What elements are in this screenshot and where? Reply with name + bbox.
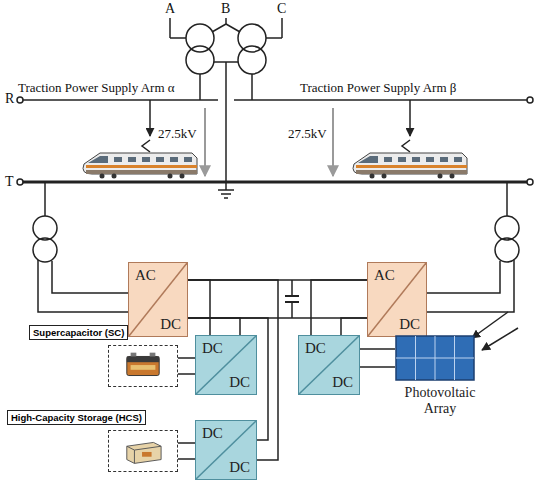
diagonal-line bbox=[129, 263, 187, 336]
converter-box: AC DC bbox=[128, 262, 188, 337]
storage-heading: Supercapacitor (SC) bbox=[29, 325, 128, 340]
diagonal-line bbox=[299, 336, 359, 394]
wire-line bbox=[311, 280, 367, 335]
dc-wire bbox=[178, 358, 195, 374]
wire-line bbox=[178, 373, 195, 375]
converter-box: AC DC bbox=[367, 262, 427, 337]
wire-line bbox=[178, 458, 195, 460]
converter-label: DC bbox=[229, 374, 250, 390]
converter-label: DC bbox=[160, 316, 181, 332]
diagram-label: 27.5kV bbox=[288, 126, 327, 141]
converter-label: DC bbox=[202, 425, 223, 441]
wire-line bbox=[360, 366, 395, 368]
converter-label: DC bbox=[305, 340, 326, 356]
converter-label: DC bbox=[332, 374, 353, 390]
wire-line bbox=[360, 348, 395, 350]
converter-box: DC DC bbox=[298, 335, 360, 395]
diagram-label: A bbox=[165, 1, 175, 16]
diagram-label: C bbox=[277, 1, 286, 16]
diagram-label: T bbox=[5, 174, 14, 189]
diagram-label: R bbox=[5, 91, 14, 106]
wire-line bbox=[178, 357, 195, 359]
storage-box: High-Capacity Storage (HCS) bbox=[108, 430, 178, 472]
converter-label: AC bbox=[374, 267, 395, 283]
dc-wire bbox=[311, 280, 367, 335]
storage-icon bbox=[109, 431, 177, 471]
converter-box: DC DC bbox=[195, 420, 257, 480]
dc-wire bbox=[178, 443, 195, 459]
diagonal-line bbox=[368, 263, 426, 336]
converter-label: DC bbox=[399, 316, 420, 332]
dc-wire bbox=[188, 280, 240, 335]
dc-wire bbox=[360, 349, 395, 367]
diagonal-line bbox=[196, 421, 256, 479]
converter-label: DC bbox=[229, 459, 250, 475]
pv-caption: Photovoltaic Array bbox=[395, 385, 485, 417]
storage-icon bbox=[109, 346, 177, 386]
wire-line bbox=[178, 442, 195, 444]
storage-box: Supercapacitor (SC) bbox=[108, 345, 178, 387]
wire-line bbox=[188, 280, 210, 335]
diagonal-line bbox=[196, 336, 256, 394]
converter-label: AC bbox=[135, 267, 156, 283]
wire-line bbox=[188, 318, 240, 335]
wire-line bbox=[341, 318, 367, 335]
converter-label: DC bbox=[202, 340, 223, 356]
diagram-label: Traction Power Supply Arm β bbox=[300, 80, 456, 95]
diagram-label: Traction Power Supply Arm α bbox=[18, 80, 175, 95]
diagram-label: 27.5kV bbox=[158, 126, 197, 141]
pv-array: Photovoltaic Array bbox=[395, 335, 485, 421]
diagram-label: B bbox=[221, 1, 230, 16]
storage-heading: High-Capacity Storage (HCS) bbox=[7, 410, 146, 425]
converter-box: DC DC bbox=[195, 335, 257, 395]
pv-panel bbox=[395, 335, 475, 381]
